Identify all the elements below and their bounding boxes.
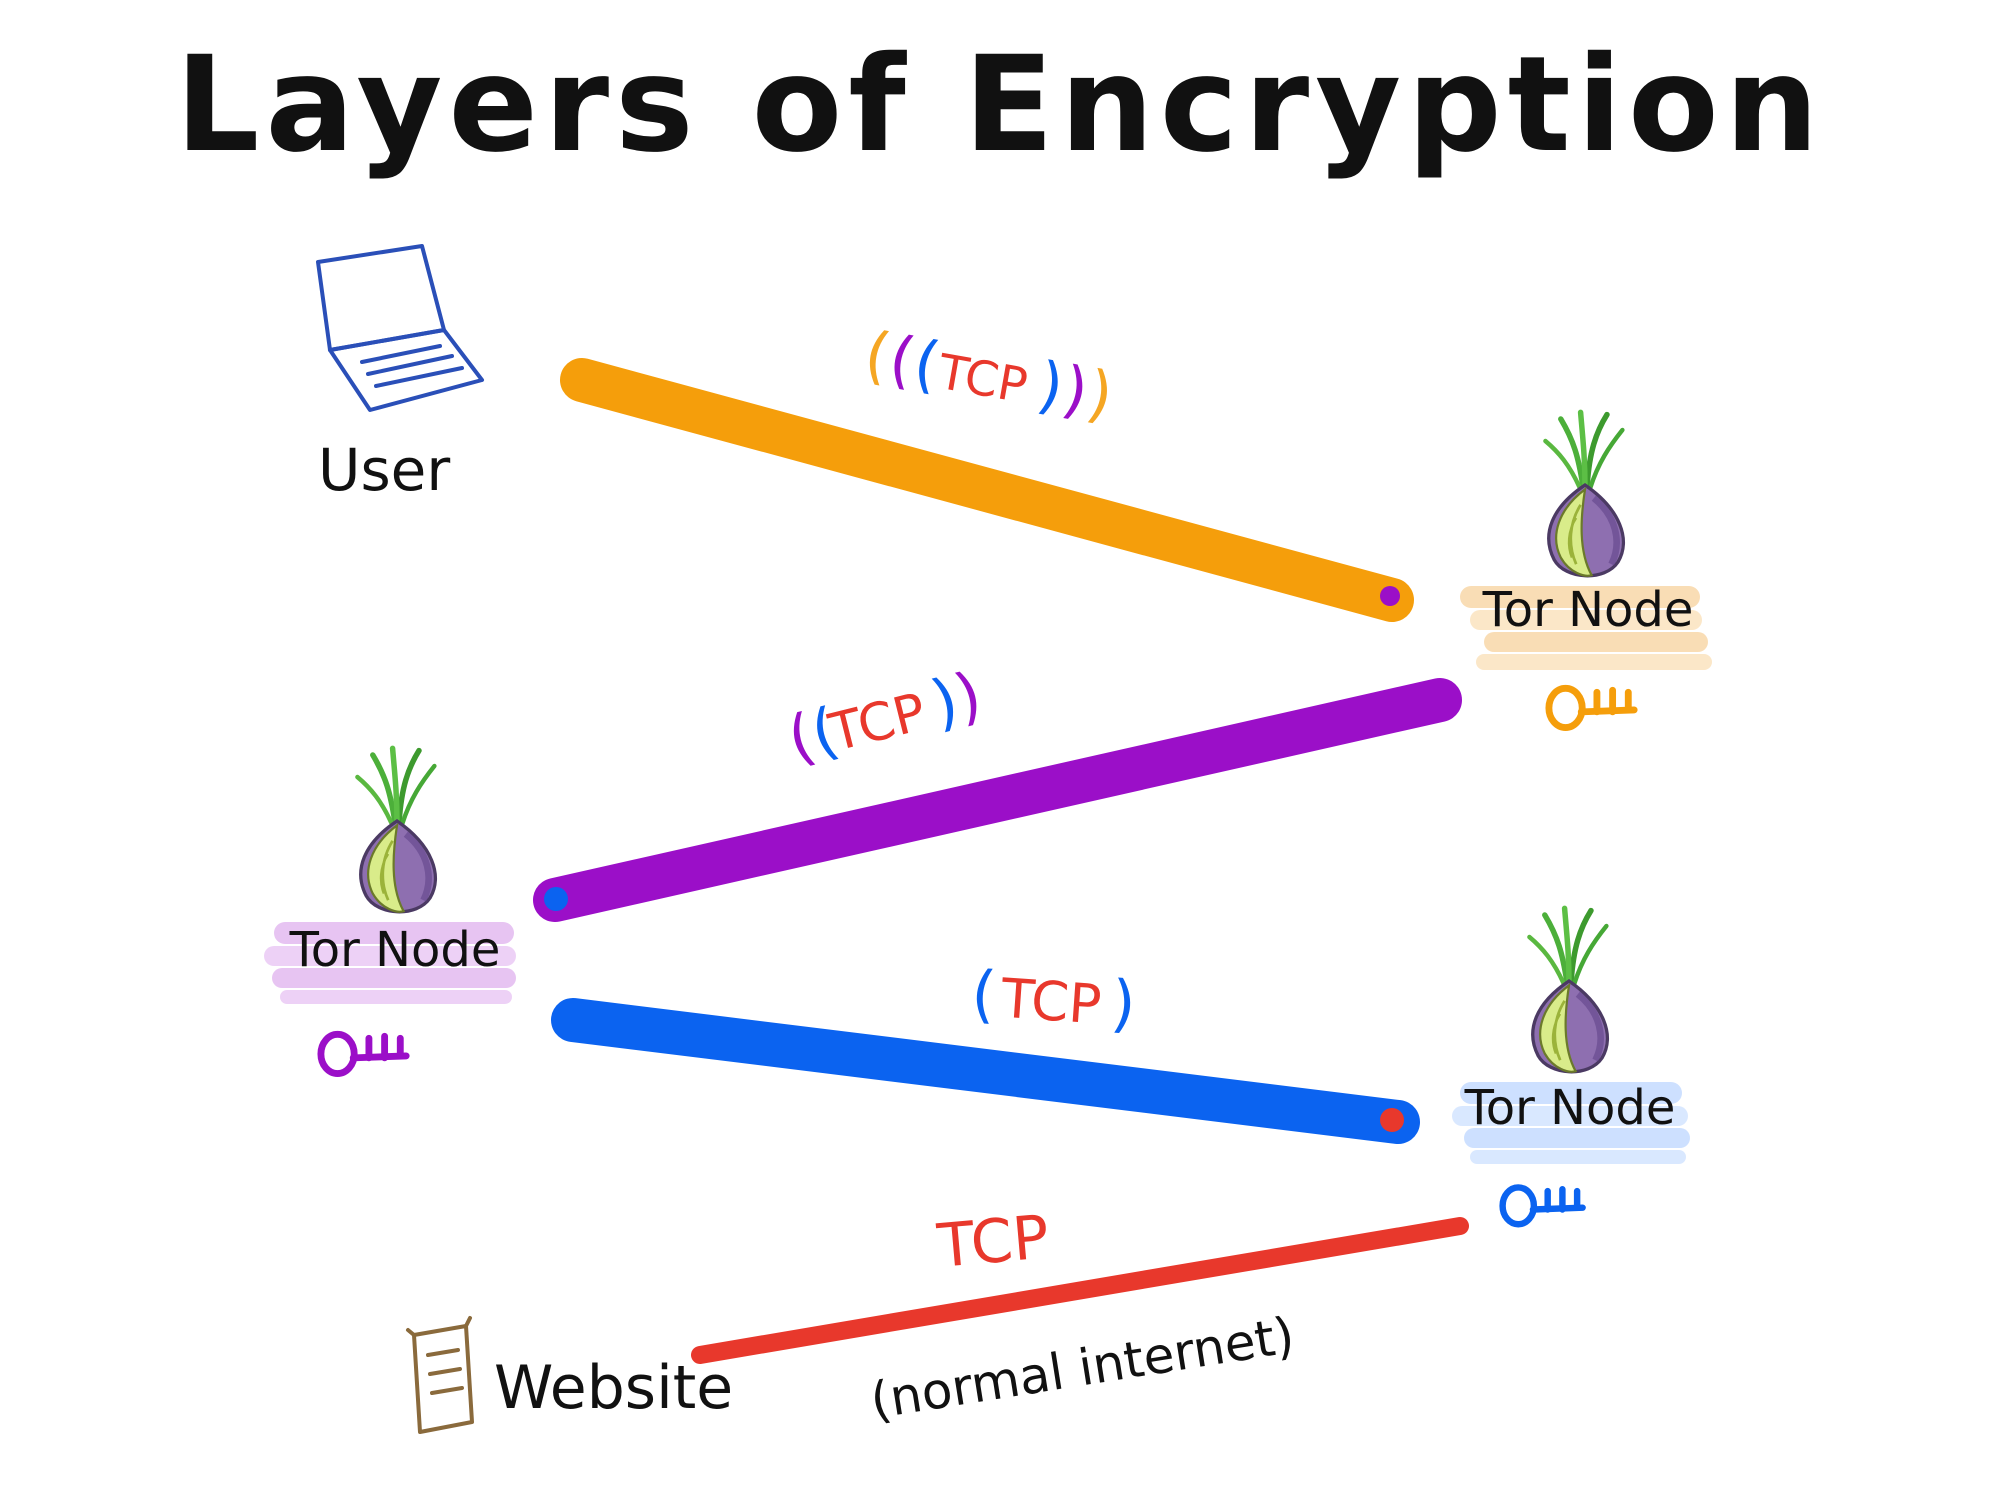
key-icon <box>1503 1187 1583 1224</box>
tor-node-label: Tor Node <box>1482 582 1694 638</box>
tor-onion-icon <box>357 748 435 911</box>
website-label: Website <box>494 1353 733 1423</box>
user-label: User <box>318 436 450 504</box>
link-endpoint-dot <box>1380 1108 1404 1132</box>
link-endpoint-dot <box>1380 586 1400 606</box>
tcp-label-2-layers: ( ( TCP ) ) <box>781 658 989 776</box>
tcp-text: TCP <box>823 682 932 764</box>
link-user-to-top-node <box>560 358 1414 622</box>
tor-node-label-highlight-purple <box>264 922 516 1004</box>
tor-node-label-highlight-orange <box>1460 586 1712 670</box>
tor-onion-icon <box>1545 412 1623 575</box>
link-top-node-to-middle-node <box>533 678 1462 922</box>
link-middle-node-to-bottom-node <box>551 998 1420 1144</box>
key-icon <box>321 1034 406 1073</box>
tor-onion-icon <box>1529 908 1607 1071</box>
link-endpoint-dot <box>544 887 568 911</box>
tcp-label-3-layers: ( ( ( TCP ) ) ) <box>859 317 1118 432</box>
tcp-label-plain: TCP <box>934 1202 1052 1282</box>
key-icon <box>1549 688 1634 727</box>
tcp-text: TCP <box>998 967 1103 1037</box>
document-icon <box>406 1316 474 1434</box>
link-bottom-node-to-website <box>691 1217 1469 1364</box>
tor-node-label-highlight-blue <box>1452 1082 1690 1164</box>
tcp-text: TCP <box>933 344 1031 415</box>
tcp-label-1-layer: ( TCP ) <box>969 957 1138 1041</box>
diagram-title: Layers of Encryption <box>175 28 1824 182</box>
svg-text:): ) <box>1109 966 1138 1041</box>
laptop-icon <box>316 244 484 412</box>
svg-text:(: ( <box>969 957 998 1032</box>
tor-node-label: Tor Node <box>289 922 501 978</box>
tor-node-label: Tor Node <box>1464 1080 1676 1136</box>
